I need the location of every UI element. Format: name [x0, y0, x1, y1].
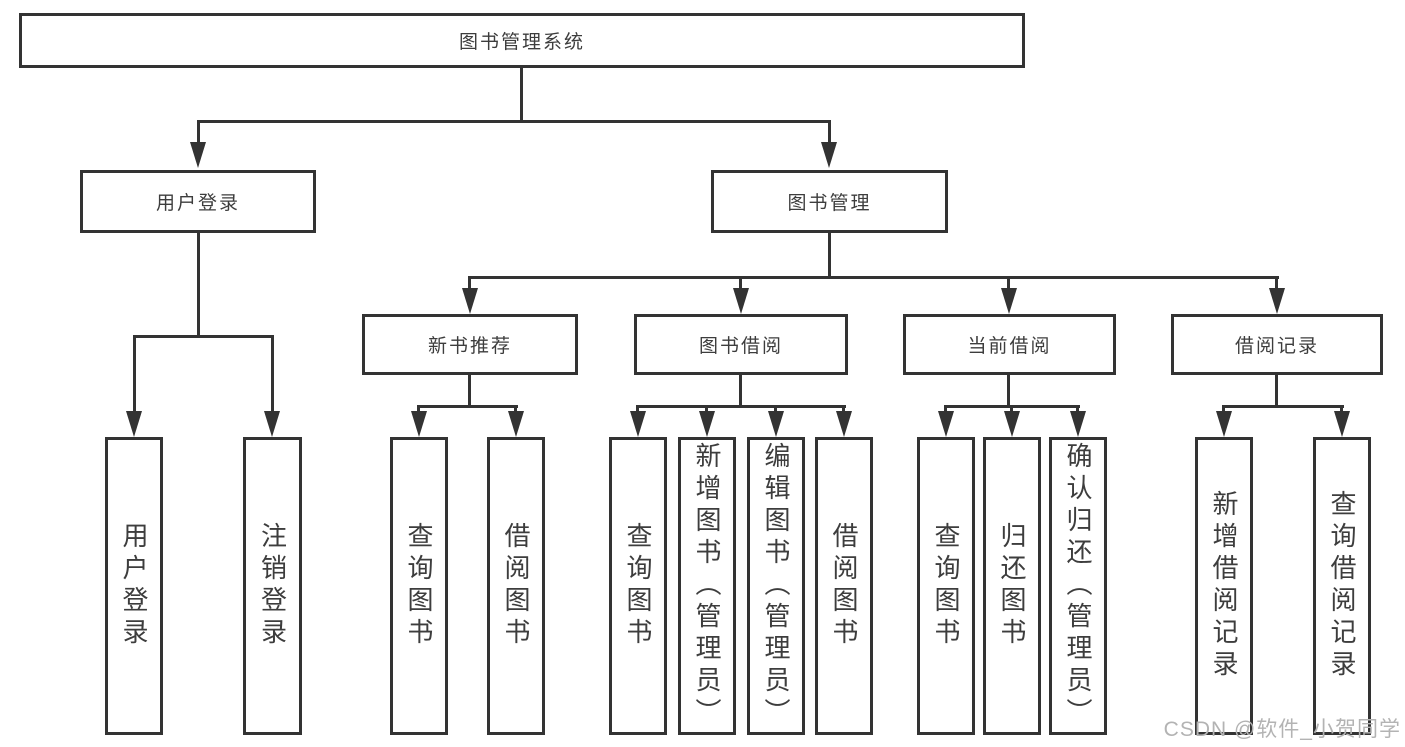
watermark: CSDN @软件_小贺同学 — [1163, 718, 1401, 741]
connector-line — [271, 335, 274, 413]
arrow-down-icon — [699, 411, 715, 437]
connector-line — [705, 405, 708, 413]
connector-line — [520, 68, 523, 122]
node-new-book-recommendation: 新书推荐 — [362, 314, 578, 375]
connector-line — [1275, 375, 1278, 407]
node-book-borrowing: 图书借阅 — [634, 314, 848, 375]
arrow-down-icon — [264, 411, 280, 437]
arrow-down-icon — [1269, 288, 1285, 314]
connector-line — [514, 405, 517, 413]
connector-line — [197, 120, 200, 144]
leaf-confirm-return-admin: 确认归还（管理员） — [1049, 437, 1107, 735]
arrow-down-icon — [733, 288, 749, 314]
connector-line — [468, 375, 471, 407]
arrow-down-icon — [630, 411, 646, 437]
arrow-down-icon — [411, 411, 427, 437]
connector-line — [1010, 405, 1013, 413]
connector-line — [197, 120, 831, 123]
node-borrowing-records: 借阅记录 — [1171, 314, 1383, 375]
connector-line — [133, 335, 136, 413]
connector-line — [1340, 405, 1343, 413]
connector-line — [636, 405, 639, 413]
connector-line — [197, 233, 200, 337]
arrow-down-icon — [938, 411, 954, 437]
connector-line — [1222, 405, 1225, 413]
node-book-management: 图书管理 — [711, 170, 948, 233]
connector-line — [133, 335, 274, 338]
leaf-edit-book-admin: 编辑图书（管理员） — [747, 437, 805, 735]
leaf-borrow-books-borrowing: 借阅图书 — [815, 437, 873, 735]
leaf-user-login: 用户登录 — [105, 437, 163, 735]
leaf-query-books-recommend: 查询图书 — [390, 437, 448, 735]
arrow-down-icon — [1334, 411, 1350, 437]
leaf-add-book-admin: 新增图书（管理员） — [678, 437, 736, 735]
connector-line — [417, 405, 420, 413]
arrow-down-icon — [1001, 288, 1017, 314]
connector-line — [739, 375, 742, 407]
connector-line — [468, 276, 1279, 279]
arrow-down-icon — [508, 411, 524, 437]
arrow-down-icon — [126, 411, 142, 437]
leaf-logout: 注销登录 — [243, 437, 302, 735]
connector-line — [828, 120, 831, 144]
leaf-query-borrow-record: 查询借阅记录 — [1313, 437, 1371, 735]
arrow-down-icon — [1004, 411, 1020, 437]
leaf-add-borrow-record: 新增借阅记录 — [1195, 437, 1253, 735]
arrow-down-icon — [768, 411, 784, 437]
leaf-query-books-current: 查询图书 — [917, 437, 975, 735]
arrow-down-icon — [836, 411, 852, 437]
connector-line — [1076, 405, 1079, 413]
connector-line — [828, 233, 831, 278]
connector-line — [1275, 276, 1278, 290]
node-user-login: 用户登录 — [80, 170, 316, 233]
connector-line — [944, 405, 947, 413]
leaf-borrow-books-recommend: 借阅图书 — [487, 437, 545, 735]
arrow-down-icon — [821, 142, 837, 168]
node-root: 图书管理系统 — [19, 13, 1025, 68]
connector-line — [636, 405, 846, 408]
arrow-down-icon — [1216, 411, 1232, 437]
connector-line — [417, 405, 518, 408]
leaf-return-books: 归还图书 — [983, 437, 1041, 735]
connector-line — [1007, 276, 1010, 290]
connector-line — [842, 405, 845, 413]
connector-line — [774, 405, 777, 413]
arrow-down-icon — [462, 288, 478, 314]
connector-line — [1222, 405, 1344, 408]
connector-line — [1007, 375, 1010, 407]
connector-line — [468, 276, 471, 290]
arrow-down-icon — [190, 142, 206, 168]
connector-line — [739, 276, 742, 290]
leaf-query-books-borrowing: 查询图书 — [609, 437, 667, 735]
arrow-down-icon — [1070, 411, 1086, 437]
node-current-borrowing: 当前借阅 — [903, 314, 1116, 375]
